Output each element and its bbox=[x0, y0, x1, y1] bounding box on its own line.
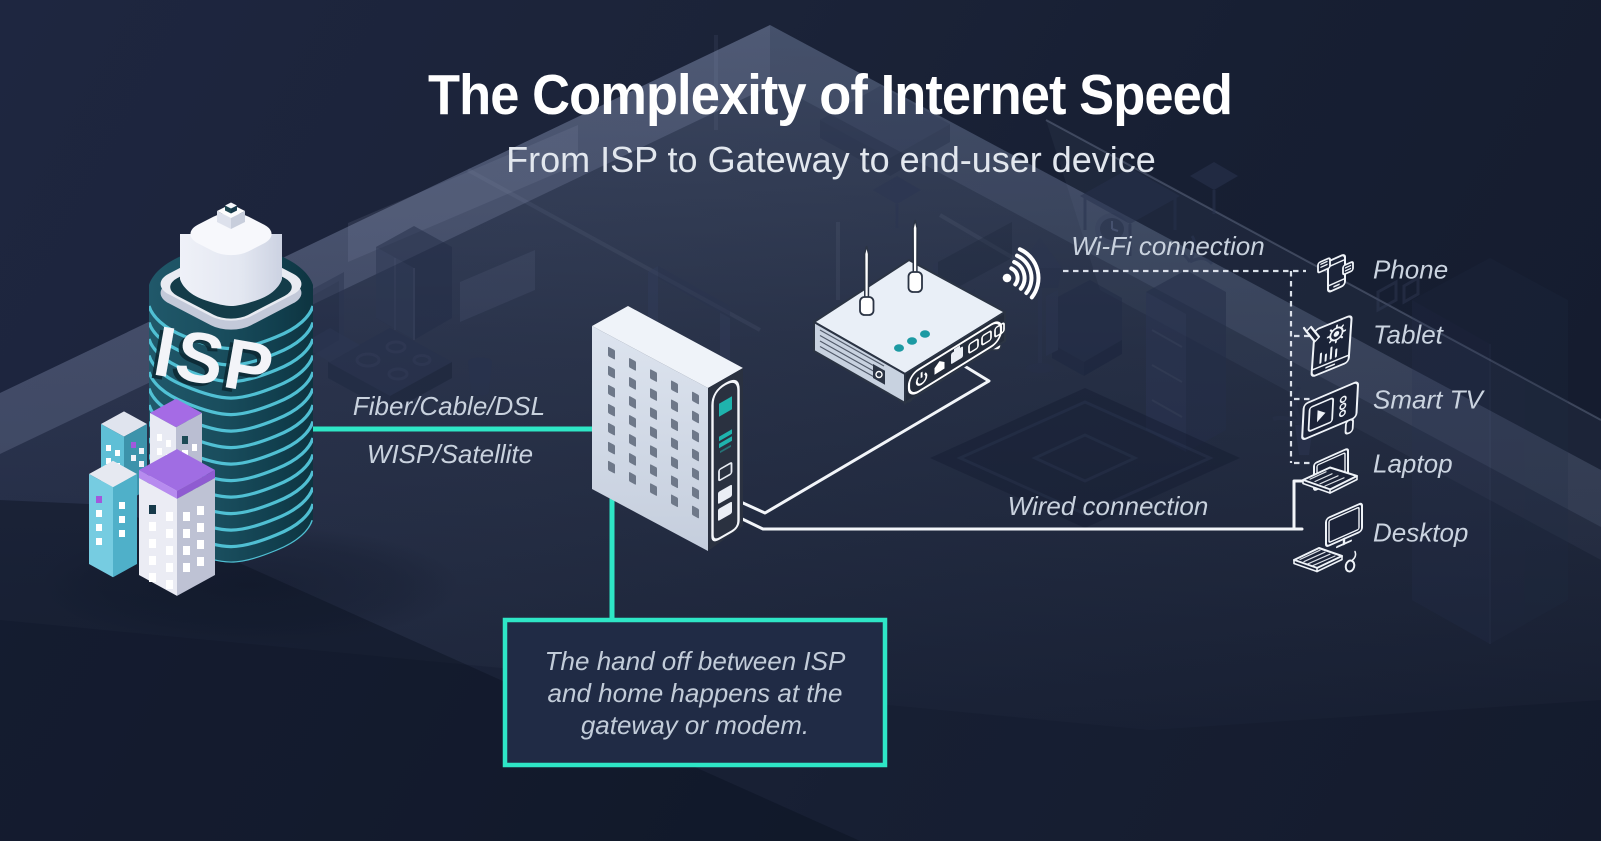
cable-router-modem bbox=[730, 354, 991, 515]
page-title: The Complexity of Internet Speed bbox=[428, 63, 1233, 127]
router-leds bbox=[894, 330, 930, 352]
modem-indicator-2 bbox=[719, 429, 732, 442]
wired-connection-label: Wired connection bbox=[1007, 491, 1209, 521]
background-wall-inner bbox=[348, 125, 578, 262]
router-panel bbox=[907, 321, 1005, 395]
router-home-icon bbox=[934, 361, 945, 375]
callout-note: The hand off between ISP and home happen… bbox=[505, 620, 885, 765]
gateway-modem bbox=[592, 306, 743, 551]
smart-tv-icon bbox=[1301, 381, 1359, 440]
router-power-icon bbox=[915, 371, 928, 386]
fiber-line-label: Fiber/Cable/DSL bbox=[352, 391, 546, 421]
callout-box bbox=[502, 617, 888, 768]
router-port-3 bbox=[994, 322, 1005, 338]
isp-top-box bbox=[180, 202, 282, 306]
laptop-icon bbox=[1302, 448, 1358, 494]
tablet-icon bbox=[1302, 315, 1353, 377]
wifi-router bbox=[812, 219, 1041, 405]
router-port-1 bbox=[968, 338, 979, 354]
building-cyan-front bbox=[89, 460, 137, 578]
callout-line-3: gateway or modem. bbox=[580, 709, 810, 740]
device-label-laptop: Laptop bbox=[1373, 448, 1453, 479]
page-subtitle: From ISP to Gateway to end-user device bbox=[506, 139, 1156, 180]
device-label-smart-tv: Smart TV bbox=[1373, 384, 1483, 415]
background-partitions bbox=[467, 35, 1022, 332]
router-port-2 bbox=[981, 330, 992, 346]
wifi-connection-label: Wi-Fi connection bbox=[1071, 231, 1265, 261]
background-halfwall bbox=[460, 250, 535, 322]
cable-wired bbox=[730, 512, 1304, 531]
wisp-line-label: WISP/Satellite bbox=[366, 439, 534, 469]
device-label-phone: Phone bbox=[1373, 254, 1449, 285]
device-label-desktop: Desktop bbox=[1373, 517, 1469, 548]
modem-indicator-1 bbox=[719, 396, 732, 417]
callout-line-1: The hand off between ISP bbox=[544, 645, 846, 676]
wifi-signal-icon bbox=[1002, 247, 1041, 300]
phone-icon bbox=[1317, 254, 1354, 293]
modem-panel bbox=[711, 379, 740, 542]
router-plug bbox=[951, 346, 963, 364]
wifi-dashed-lines bbox=[1063, 269, 1312, 465]
router-antennas bbox=[859, 219, 923, 316]
modem-port-2 bbox=[718, 501, 732, 521]
modem-vents bbox=[608, 346, 699, 519]
device-label-tablet: Tablet bbox=[1373, 319, 1443, 350]
modem-port-1 bbox=[718, 484, 732, 504]
desktop-icon bbox=[1293, 502, 1363, 573]
device-icons bbox=[1293, 254, 1363, 573]
city-buildings bbox=[89, 398, 215, 596]
background-furniture bbox=[300, 86, 1568, 644]
modem-port-outline bbox=[718, 462, 733, 482]
router-power-port bbox=[873, 364, 885, 385]
building-gray-front bbox=[139, 449, 215, 596]
callout-line-2: and home happens at the bbox=[547, 677, 843, 708]
